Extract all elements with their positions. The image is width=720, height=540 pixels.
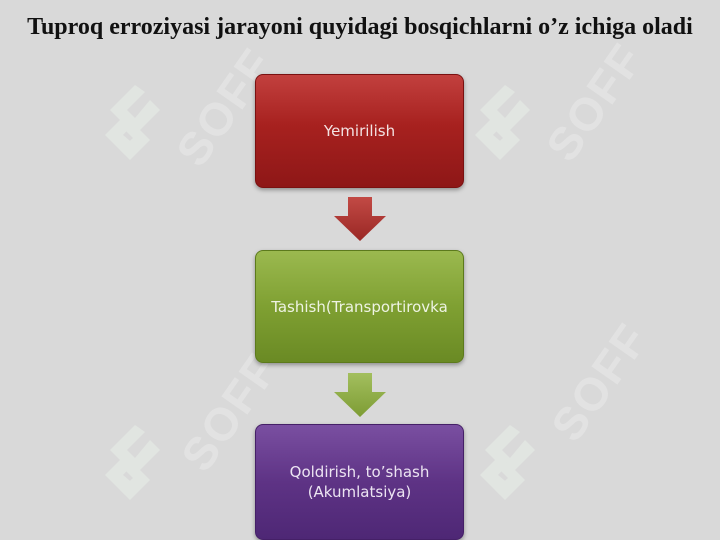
step-label: Yemirilish <box>323 122 396 140</box>
soff-logo-icon <box>480 425 535 500</box>
soff-logo-icon <box>105 425 160 500</box>
soff-logo-icon <box>475 85 530 160</box>
step-box-accumulation: Qoldirish, to’shash (Akumlatsiya) <box>255 424 464 540</box>
down-arrow-icon <box>334 197 386 241</box>
down-arrow-icon <box>334 373 386 417</box>
step-box-transport: Tashish(Transportirovka <box>255 250 464 363</box>
slide-title: Tuproq erroziyasi jarayoni quyidagi bosq… <box>27 14 693 40</box>
step-label: Qoldirish, to’shash (Akumlatsiya) <box>289 463 430 501</box>
step-box-erosion: Yemirilish <box>255 74 464 188</box>
step-label: Tashish(Transportirovka <box>271 297 448 316</box>
watermark-text: SOFF <box>535 33 654 171</box>
soff-logo-icon <box>105 85 160 160</box>
watermark-text: SOFF <box>540 313 659 451</box>
